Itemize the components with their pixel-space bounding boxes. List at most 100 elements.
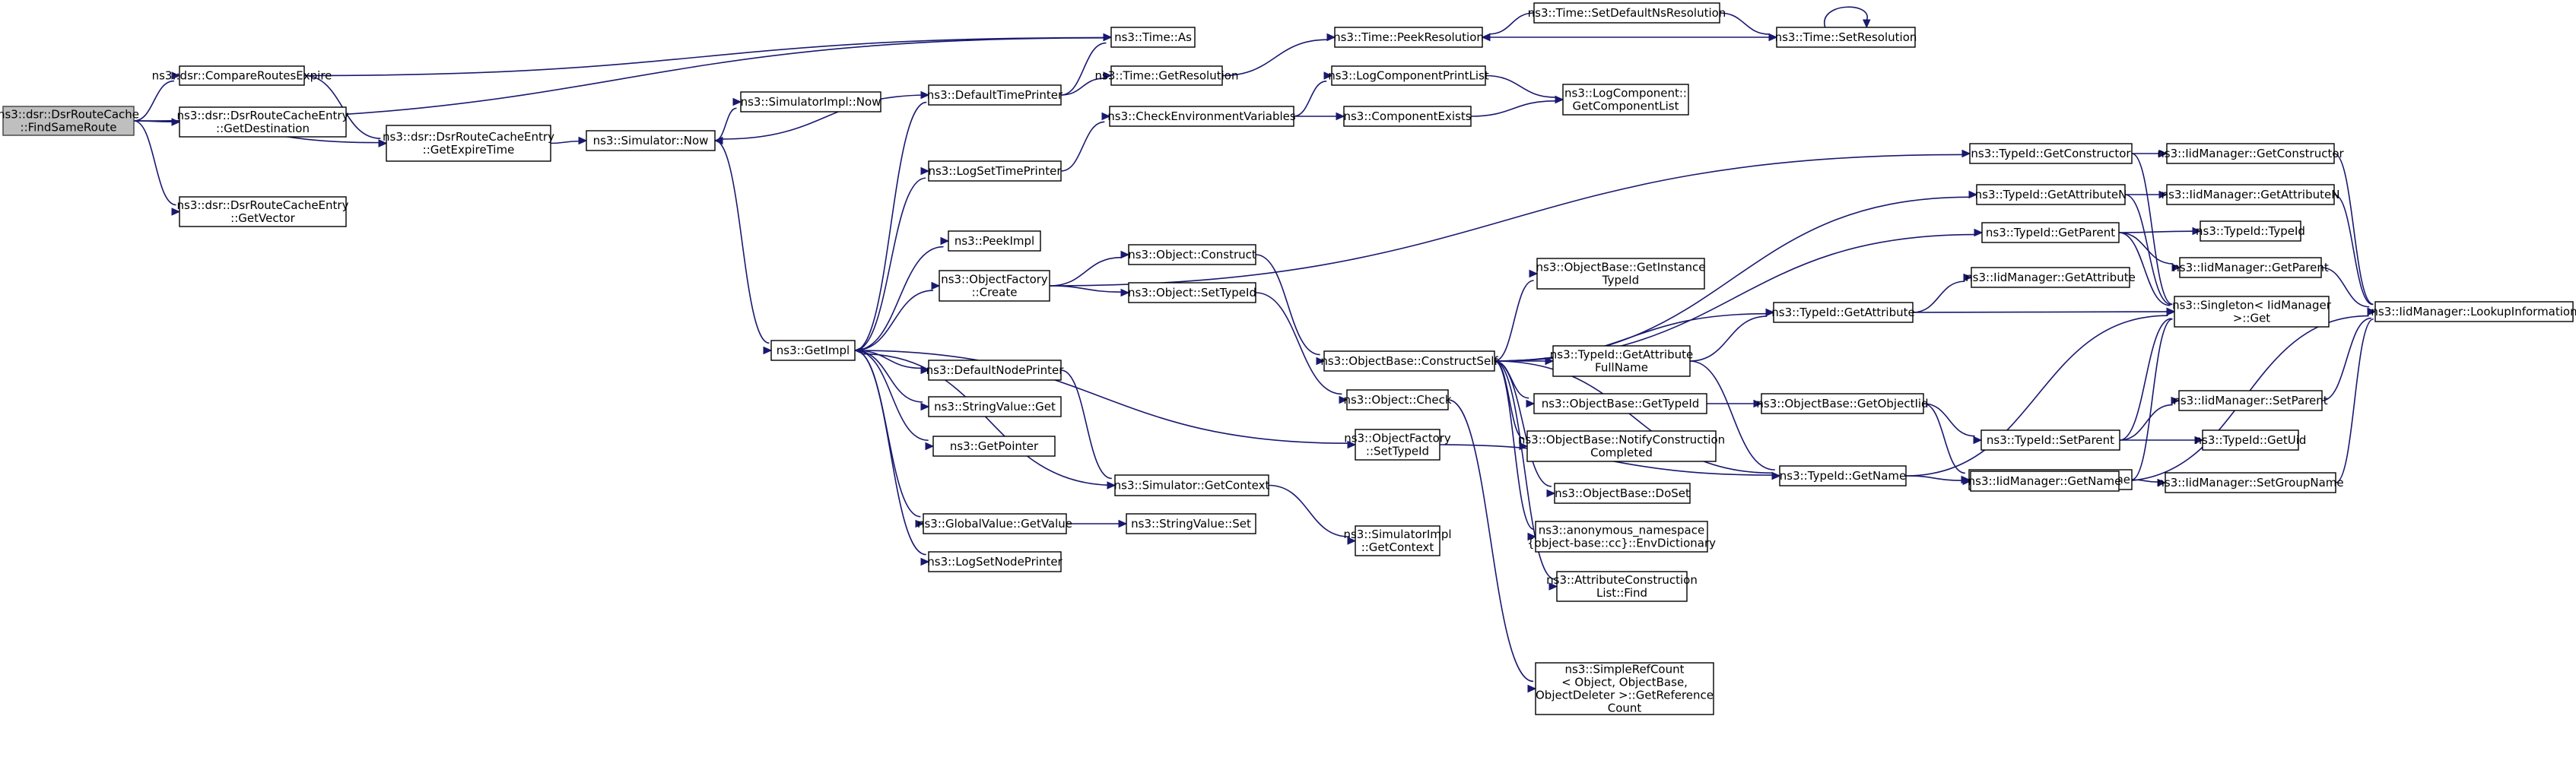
edge-line (2118, 232, 2174, 265)
node-compare-expire[interactable]: ns3::dsr::CompareRoutesExpire (152, 65, 332, 86)
node-sim-now[interactable]: ns3::Simulator::Now (586, 130, 716, 151)
node-do-set[interactable]: ns3::ObjectBase::DoSet (1554, 483, 1691, 504)
edge-line (1049, 256, 1122, 287)
node-global-value-get-value[interactable]: ns3::GlobalValue::GetValue (917, 513, 1072, 534)
node-string-value-get[interactable]: ns3::StringValue::Get (928, 396, 1062, 417)
edge-line (1494, 360, 1555, 580)
node-label-line: ns3::TypeId::GetAttributeN (1975, 188, 2127, 201)
edge-arrowhead (915, 519, 925, 528)
node-time-set-default-ns[interactable]: ns3::Time::SetDefaultNsResolution (1528, 2, 1726, 24)
node-singleton-get[interactable]: ns3::Singleton< IidManager>::Get (2172, 296, 2332, 328)
node-time-peek-resolution[interactable]: ns3::Time::PeekResolution (1333, 27, 1484, 48)
node-log-set-time-printer[interactable]: ns3::LogSetTimePrinter (928, 160, 1062, 182)
node-box (1109, 106, 1294, 127)
node-type-id-get-attribute[interactable]: ns3::TypeId::GetAttribute (1771, 302, 1915, 323)
node-label-line: ns3::dsr::CompareRoutesExpire (152, 69, 332, 83)
node-box (1969, 143, 2133, 164)
node-iid-set-group-name[interactable]: ns3::IidManager::SetGroupName (2157, 472, 2344, 493)
node-label-line: ns3::CheckEnvironmentVariables (1107, 109, 1296, 123)
node-iid-get-parent[interactable]: ns3::IidManager::GetParent (2172, 257, 2329, 278)
edge-get-impl-to-string-value-get (854, 350, 930, 411)
node-type-id-get-constructor[interactable]: ns3::TypeId::GetConstructor (1969, 143, 2133, 164)
node-log-comp-print-list[interactable]: ns3::LogComponentPrintList (1328, 65, 1489, 86)
node-box (1114, 474, 1269, 496)
edge-line (1905, 315, 2168, 477)
node-obj-check[interactable]: ns3::Object::Check (1343, 389, 1452, 410)
node-box (1323, 350, 1495, 372)
node-log-set-node-printer[interactable]: ns3::LogSetNodePrinter (927, 551, 1063, 572)
node-iid-get-name[interactable]: ns3::IidManager::GetName (1968, 471, 2122, 492)
edge-get-impl-to-obj-factory-create (854, 281, 941, 351)
node-type-id-type-id[interactable]: ns3::TypeId::TypeId (2196, 220, 2305, 242)
node-box (1556, 571, 1688, 602)
node-sim-impl-now[interactable]: ns3::SimulatorImpl::Now (740, 91, 881, 112)
node-type-id-get-uid[interactable]: ns3::TypeId::GetUid (2195, 429, 2307, 451)
node-iid-get-constructor[interactable]: ns3::IidManager::GetConstructor (2157, 143, 2345, 164)
node-default-node-printer[interactable]: ns3::DefaultNodePrinter (926, 360, 1065, 381)
node-type-id-get-name[interactable]: ns3::TypeId::GetName (1779, 465, 1907, 486)
node-obj-factory-set-type-id[interactable]: ns3::ObjectFactory::SetTypeId (1344, 429, 1451, 461)
node-obj-construct[interactable]: ns3::Object::Construct (1128, 244, 1256, 265)
node-type-id-get-attribute-n[interactable]: ns3::TypeId::GetAttributeN (1975, 184, 2127, 205)
edge-line (1494, 233, 1975, 362)
edge-arrowhead (1336, 112, 1345, 121)
node-get-impl[interactable]: ns3::GetImpl (770, 340, 856, 361)
node-label-line: ns3::ObjectBase::GetTypeId (1542, 397, 1700, 410)
node-label-line: ::FindSameRoute (21, 121, 117, 135)
node-get-object-iid[interactable]: ns3::ObjectBase::GetObjectIid (1756, 393, 1929, 414)
edge-arrowhead (578, 136, 588, 145)
node-sim-impl-get-context[interactable]: ns3::SimulatorImpl::GetContext (1343, 525, 1452, 556)
edge-get-expire-time-to-sim-now (550, 136, 588, 145)
edge-type-id-get-name-to-singleton-get (1905, 307, 2176, 477)
node-root[interactable]: ns3::dsr::DsrRouteCache::FindSameRoute (0, 106, 139, 136)
node-default-time-printer[interactable]: ns3::DefaultTimePrinter (927, 84, 1063, 106)
edge-line (133, 80, 174, 122)
node-get-destination[interactable]: ns3::dsr::DsrRouteCacheEntry::GetDestina… (177, 106, 349, 138)
edge-arrowhead (1101, 112, 1111, 121)
node-sim-get-context[interactable]: ns3::Simulator::GetContext (1114, 474, 1270, 496)
node-time-as[interactable]: ns3::Time::As (1110, 27, 1196, 48)
node-label-line: ns3::Time::As (1114, 30, 1192, 44)
node-log-comp-get-list[interactable]: ns3::LogComponent::GetComponentList (1562, 84, 1689, 116)
node-time-get-resolution[interactable]: ns3::Time::GetResolution (1095, 65, 1239, 86)
node-label-line: ns3::Simulator::Now (593, 134, 709, 147)
node-type-id-set-parent[interactable]: ns3::TypeId::SetParent (1980, 429, 2120, 451)
node-string-value-set[interactable]: ns3::StringValue::Set (1126, 513, 1256, 534)
node-iid-get-attribute[interactable]: ns3::IidManager::GetAttribute (1965, 267, 2136, 288)
edge-line (2321, 317, 2371, 401)
node-time-set-resolution[interactable]: ns3::Time::SetResolution (1775, 27, 1917, 48)
node-iid-set-parent[interactable]: ns3::IidManager::SetParent (2173, 390, 2328, 411)
edge-line (2335, 318, 2374, 483)
edge-arrowhead (2192, 227, 2202, 236)
node-obj-base-get-type-id[interactable]: ns3::ObjectBase::GetTypeId (1533, 393, 1707, 414)
edge-arrowhead (2166, 307, 2176, 316)
node-simple-ref-count[interactable]: ns3::SimpleRefCount< Object, ObjectBase,… (1535, 662, 1714, 715)
node-type-id-get-parent[interactable]: ns3::TypeId::GetParent (1981, 222, 2120, 243)
edge-line (854, 101, 927, 351)
node-box (1334, 27, 1483, 48)
node-obj-factory-create[interactable]: ns3::ObjectFactory::Create (939, 270, 1050, 302)
node-construct-self[interactable]: ns3::ObjectBase::ConstructSelf (1320, 350, 1498, 372)
edge-line (2118, 230, 2193, 233)
node-get-pointer[interactable]: ns3::GetPointer (932, 436, 1056, 457)
node-label-line: Completed (1590, 446, 1653, 460)
node-obj-set-type-id[interactable]: ns3::Object::SetTypeId (1128, 282, 1256, 303)
node-peek-impl[interactable]: ns3::PeekImpl (948, 230, 1041, 252)
node-get-expire-time[interactable]: ns3::dsr::DsrRouteCacheEntry::GetExpireT… (383, 125, 554, 162)
node-notify-construction[interactable]: ns3::ObjectBase::NotifyConstructionCompl… (1518, 430, 1725, 462)
node-check-env[interactable]: ns3::CheckEnvironmentVariables (1107, 106, 1296, 127)
node-component-exists[interactable]: ns3::ComponentExists (1343, 106, 1472, 127)
node-box (1355, 429, 1440, 461)
node-get-vector[interactable]: ns3::dsr::DsrRouteCacheEntry::GetVector (177, 196, 349, 227)
node-iid-lookup-information[interactable]: ns3::IidManager::LookupInformation (2371, 301, 2576, 322)
node-label-line: ns3::ObjectBase::ConstructSelf (1320, 354, 1498, 368)
node-label-line: ns3::AttributeConstruction (1546, 573, 1698, 587)
node-env-dictionary[interactable]: ns3::anonymous_namespace{object-base::cc… (1527, 521, 1716, 553)
node-iid-get-attribute-n[interactable]: ns3::IidManager::GetAttributeN (2161, 184, 2340, 205)
edge-arrowhead (1973, 436, 1983, 445)
edge-log-set-time-printer-to-check-env (1060, 112, 1111, 172)
edge-line (1221, 39, 1328, 77)
